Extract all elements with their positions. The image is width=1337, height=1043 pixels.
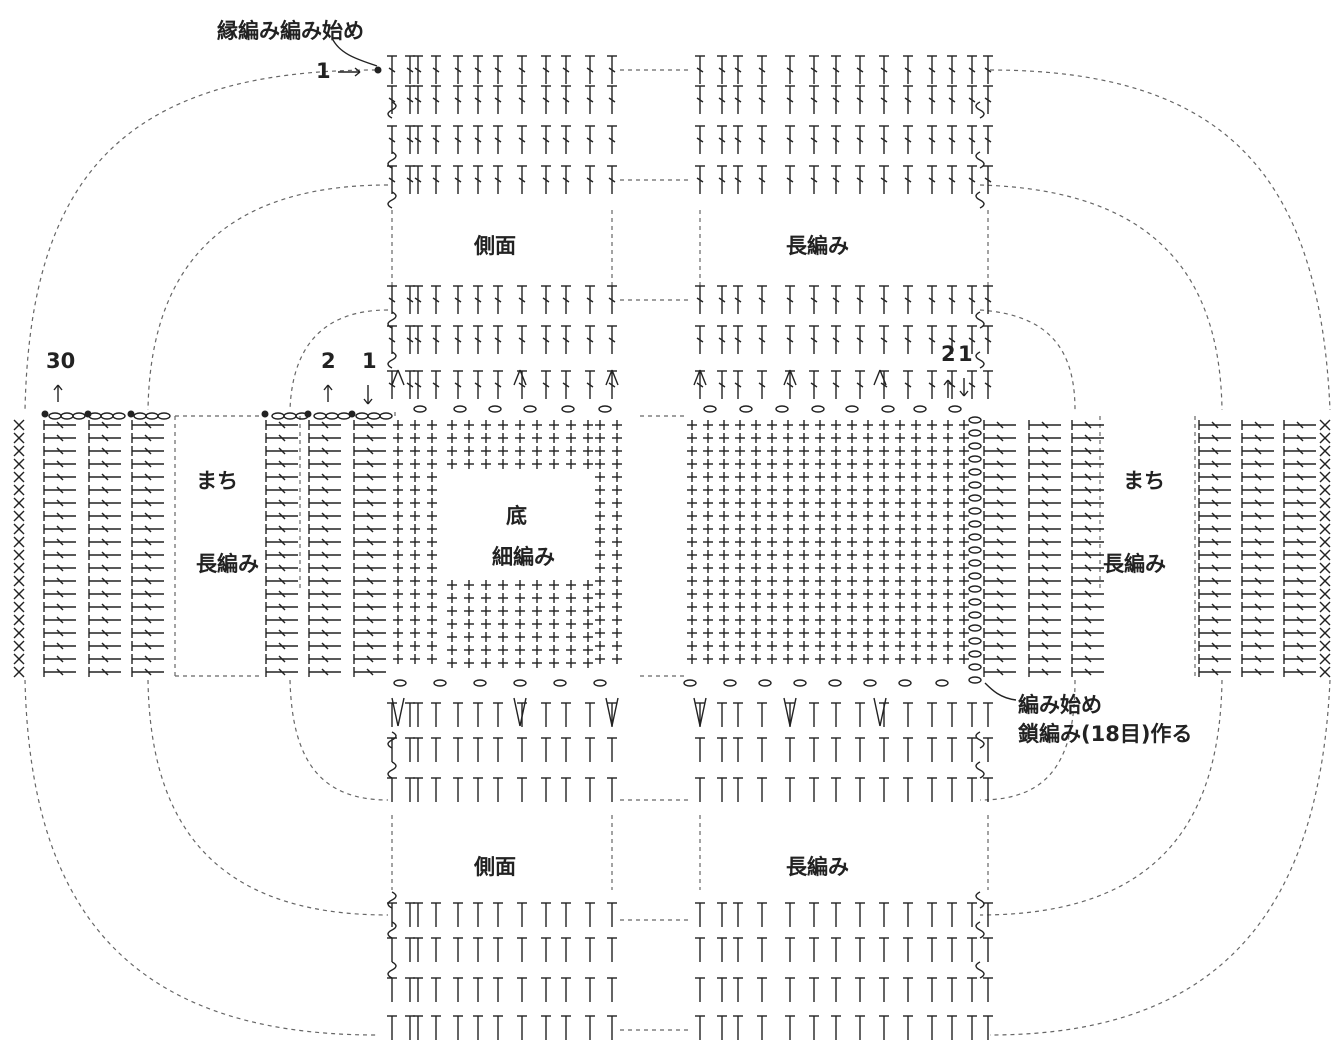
gusset-label-right: まち — [1123, 465, 1165, 495]
side-label-top: 側面 — [474, 230, 516, 260]
dc-label-left: 長編み — [196, 548, 259, 578]
dc-label-top: 長編み — [786, 230, 849, 260]
round-number-2-right: 2 — [941, 342, 956, 366]
stitch-symbols — [14, 38, 1330, 1040]
gusset-label-left: まち — [196, 465, 238, 495]
round-number-edge: 1 — [316, 59, 331, 83]
round-number-1-right: 1 — [958, 342, 973, 366]
side-label-bottom: 側面 — [474, 851, 516, 881]
dc-label-right: 長編み — [1103, 548, 1166, 578]
chain-label: 鎖編み(18目)作る — [1018, 718, 1192, 748]
dc-label-bottom: 長編み — [786, 851, 849, 881]
round-number-30: 30 — [46, 349, 75, 373]
base-label: 底 — [506, 500, 527, 530]
edge-start-label: 縁編み編み始め — [217, 15, 364, 45]
sc-label: 細編み — [492, 541, 555, 571]
round-number-1-left: 1 — [362, 349, 377, 373]
start-label: 編み始め — [1018, 689, 1102, 719]
round-number-2-left: 2 — [321, 349, 336, 373]
